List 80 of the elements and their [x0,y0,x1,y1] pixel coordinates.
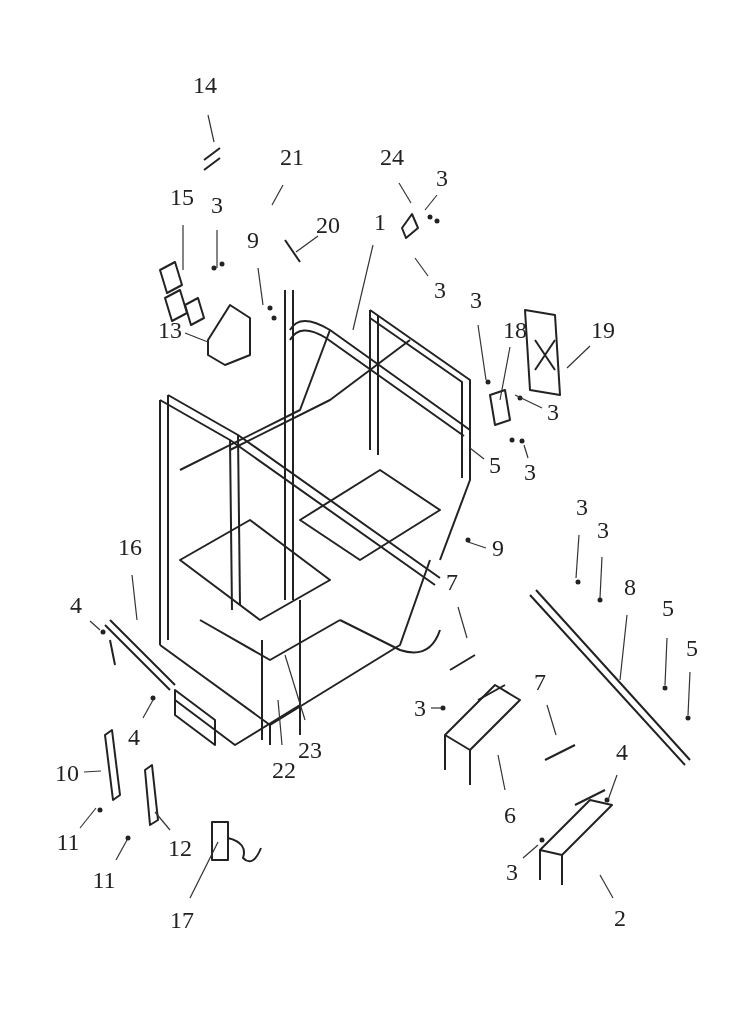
leader-line [398,182,412,204]
leader-line [687,671,691,716]
leader-line [295,235,319,253]
leader-line [271,184,284,206]
callout-number: 9 [492,536,504,560]
callout-number: 4 [616,740,628,764]
callout-number: 10 [55,761,79,785]
callout-number: 20 [316,213,340,237]
callout-number: 24 [380,145,404,169]
leader-line [83,770,102,773]
callout-number: 7 [534,670,546,694]
callout-number: 3 [547,400,559,424]
leader-line [352,244,374,331]
callout-number: 18 [503,318,527,342]
callout-number: 9 [247,228,259,252]
callout-number: 1 [374,210,386,234]
callout-number: 3 [414,696,426,720]
callout-number: 5 [489,453,501,477]
leader-line [469,447,485,460]
callout-number: 3 [597,518,609,542]
leader-line [607,774,618,801]
callout-number: 7 [446,570,458,594]
callout-number: 16 [118,535,142,559]
callout-number: 3 [470,288,482,312]
callout-number: 13 [158,318,182,342]
leader-line [257,267,264,306]
callout-number: 14 [193,73,217,97]
callout-number: 6 [504,803,516,827]
leader-line [154,811,171,831]
leader-line [457,606,468,639]
leader-line [599,874,614,899]
leader-line [467,541,487,549]
leader-line [575,534,580,579]
leader-line [619,614,628,681]
callout-number: 3 [524,460,536,484]
leader-line [115,839,128,861]
callout-number: 15 [170,185,194,209]
leader-line [89,620,101,631]
leader-line [497,754,506,791]
callout-number: 5 [686,636,698,660]
leader-line [207,114,215,143]
leader-line [216,229,218,269]
callout-number: 3 [506,860,518,884]
callout-number: 4 [128,725,140,749]
callout-number: 21 [280,145,304,169]
leader-line [142,699,154,719]
callout-number: 11 [56,830,80,854]
callout-number: 12 [168,836,192,860]
leader-line [277,699,283,746]
callout-number: 19 [591,318,615,342]
leader-line [430,707,442,709]
leader-line [79,807,97,829]
leader-line [477,324,487,381]
leader-line [514,394,543,409]
leader-line [424,194,438,211]
leader-line [182,224,184,271]
callout-number: 3 [436,166,448,190]
callout-number: 3 [211,193,223,217]
leader-line [414,257,429,277]
callout-number: 2 [614,906,626,930]
callout-number: 3 [434,278,446,302]
leader-line [523,444,529,459]
callout-number: 4 [70,593,82,617]
leader-line [566,345,591,369]
leader-line [131,574,138,621]
callout-number: 22 [272,758,296,782]
callout-number: 5 [662,596,674,620]
leader-line [546,704,557,736]
callout-number: 23 [298,738,322,762]
leader-line [184,332,209,343]
leader-line [599,556,603,599]
callout-number: 11 [92,868,116,892]
callout-number: 17 [170,908,194,932]
leader-line [522,844,539,859]
leader-line [284,654,306,721]
leader-line [189,841,219,899]
leader-line [664,637,668,686]
leader-line [499,346,511,401]
callout-number: 3 [576,495,588,519]
callout-number: 8 [624,575,636,599]
